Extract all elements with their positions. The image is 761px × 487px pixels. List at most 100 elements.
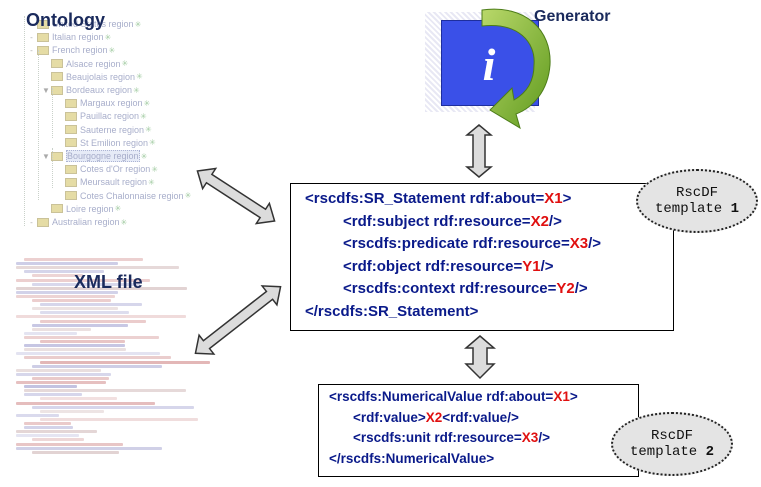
xml-text-line (16, 315, 186, 319)
star-icon: ✳ (114, 204, 122, 214)
tree-item-label: United States region (52, 19, 134, 29)
code-line: </rscdfs:SR_Statement> (305, 303, 478, 320)
xml-text-line (24, 270, 104, 274)
code-token: /> (588, 235, 602, 252)
code-line: <rdf:object rdf:resource=Y1/> (343, 258, 554, 275)
ontology-tree: -United States region✳-Italian region✳-F… (14, 10, 264, 238)
tree-toggle-icon[interactable]: - (30, 217, 33, 227)
tree-toggle-icon[interactable]: - (30, 32, 33, 42)
xml-text-line (16, 401, 155, 405)
badge-word: template (629, 444, 698, 460)
xml-text-line (16, 266, 180, 270)
xml-double-arrow (194, 285, 282, 355)
tree-item[interactable]: Pauillac region✳ (56, 110, 147, 122)
folder-icon (65, 138, 77, 148)
folder-icon (65, 111, 77, 121)
tree-item[interactable]: Margaux region✳ (56, 97, 150, 109)
tree-item[interactable]: Cotes d'Or region✳ (56, 163, 158, 175)
xml-file-title: XML file (74, 272, 143, 292)
xml-text-line (40, 417, 199, 421)
placeholder-variable: X1 (544, 190, 563, 207)
tree-item-label: Meursault region (80, 177, 148, 188)
code-token: <rdf:subject rdf:resource= (343, 212, 531, 230)
xml-text-line (40, 340, 126, 343)
star-icon: ✳ (140, 151, 148, 161)
star-icon: ✳ (148, 177, 155, 187)
badge-line-2: template 2 (613, 444, 731, 460)
badge-line-2: template 1 (638, 201, 756, 217)
vertical-double-arrow (464, 124, 494, 178)
code-token: /> (540, 257, 554, 275)
code-line: <rscdfs:unit rdf:resource=X3/> (353, 430, 550, 445)
tree-item[interactable]: -Italian region✳ (28, 31, 111, 43)
xml-text-line (16, 442, 123, 446)
tree-item-label: Cotes Chalonnaise region (80, 190, 184, 201)
code-token: <rscdfs:SR_Statement rdf:about= (305, 190, 545, 207)
placeholder-variable: Y1 (522, 257, 541, 275)
xml-text-line (24, 331, 77, 335)
tree-guide-line (24, 16, 25, 226)
tree-item-label: Loire region (66, 203, 114, 214)
placeholder-variable: Y2 (556, 280, 575, 297)
xml-text-line (32, 405, 194, 409)
code-token: /> (548, 212, 562, 230)
tree-item[interactable]: Cotes Chalonnaise region✳ (56, 190, 191, 202)
tree-item-label: Bordeaux region (66, 85, 133, 95)
tree-item[interactable]: Sauterne region✳ (56, 124, 152, 136)
xml-text-line (16, 446, 162, 450)
rscdf-template-2-badge: RscDF template 2 (611, 412, 733, 476)
badge-word: template (654, 201, 723, 217)
tree-item[interactable]: Loire region✳ (42, 203, 121, 215)
tree-item[interactable]: Meursault region✳ (56, 176, 155, 188)
xml-text-line (32, 307, 119, 311)
xml-text-line (32, 364, 162, 368)
code-token: </rscdfs:NumericalValue> (329, 450, 495, 466)
folder-icon (37, 45, 49, 55)
xml-text-line (24, 389, 187, 393)
xml-text-line (24, 348, 126, 352)
xml-text-line (24, 356, 172, 360)
tree-item[interactable]: -French region✳ (28, 44, 115, 56)
xml-text-line (40, 311, 130, 315)
xml-text-line (16, 352, 161, 356)
tree-item-label: Australian region (52, 217, 120, 227)
tree-item-label: French region (52, 45, 108, 56)
tree-item[interactable]: ▼Bordeaux region✳ (42, 84, 140, 96)
star-icon: ✳ (134, 19, 142, 29)
placeholder-variable: X2 (425, 409, 443, 425)
tree-item[interactable]: Beaujolais region✳ (42, 71, 143, 83)
tree-toggle-icon[interactable]: - (30, 45, 33, 55)
tree-item[interactable]: St Emilion region✳ (56, 137, 156, 149)
badge-line-1: RscDF (650, 428, 693, 444)
code-line: <rdf:value>X2<rdf:value/> (353, 410, 519, 425)
tree-guide-line (52, 148, 53, 188)
tree-toggle-icon[interactable]: ▼ (42, 85, 50, 95)
xml-text-line (16, 413, 59, 417)
badge-line-1: RscDF (675, 185, 718, 201)
xml-text-line (16, 286, 188, 290)
xml-text-line (16, 290, 119, 294)
badge-number: 1 (730, 201, 740, 217)
star-icon: ✳ (121, 59, 129, 69)
xml-text-line (16, 278, 151, 282)
star-icon: ✳ (184, 191, 192, 201)
code-line: <rdf:subject rdf:resource=X2/> (343, 213, 562, 230)
tree-item[interactable]: ▼ Bourgogne region✳ (42, 150, 147, 162)
tree-toggle-icon[interactable]: ▼ (42, 151, 50, 161)
tree-item[interactable]: -Australian region✳ (28, 216, 127, 228)
code-token: <rscdfs:NumericalValue rdf:about= (329, 389, 554, 404)
code-token: > (569, 389, 578, 404)
star-icon: ✳ (140, 111, 147, 121)
tree-item-label: Bourgogne region (66, 150, 140, 162)
xml-text-line (40, 319, 146, 323)
xml-text-line (32, 282, 141, 286)
tree-item[interactable]: - United States region✳ (28, 18, 141, 30)
star-icon: ✳ (151, 164, 158, 174)
tree-item-label: Alsace region (66, 58, 121, 69)
tree-toggle-icon[interactable]: - (30, 19, 33, 29)
xml-text-line (40, 303, 143, 307)
tree-item[interactable]: Alsace region✳ (42, 58, 128, 70)
folder-icon (65, 164, 77, 174)
xml-text-line (24, 385, 77, 389)
